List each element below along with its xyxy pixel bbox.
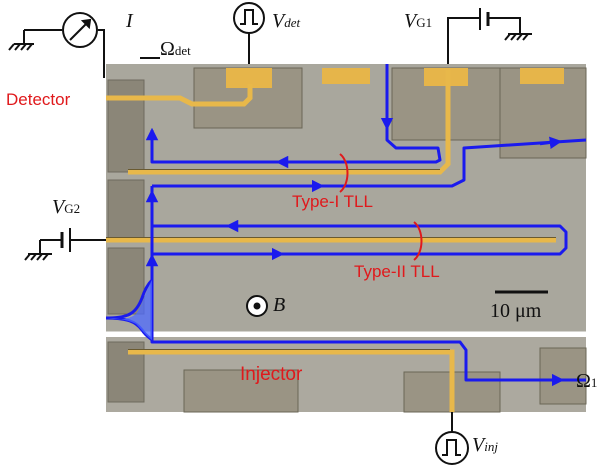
- v-det-symbol: V: [272, 10, 285, 32]
- omega-det-subscript: det: [174, 43, 191, 58]
- v-g2-symbol: V: [52, 196, 65, 218]
- omega-det-symbol: Ω: [160, 38, 175, 60]
- upper-gate: [128, 70, 451, 175]
- omega-det-label: Ωdet: [160, 38, 191, 61]
- vinj-circuit: [435, 412, 469, 465]
- injector-label: Injector: [240, 364, 303, 385]
- v-inj-subscript: inj: [484, 439, 498, 454]
- edge-channel-upper-left: [150, 64, 442, 164]
- edge-channel-upper-right: [152, 138, 587, 188]
- vg1-circuit: [447, 8, 532, 64]
- injector-gate: [128, 349, 455, 412]
- type1-tll-label: Type-I TLL: [292, 192, 373, 211]
- pulse-source-inj-icon: [435, 431, 469, 465]
- v-inj-symbol: V: [472, 434, 485, 456]
- detector-gate: [106, 84, 253, 107]
- vg2-circuit: [24, 228, 106, 261]
- v-g2-subscript: G2: [64, 201, 81, 216]
- detector-label: Detector: [6, 90, 71, 109]
- substrate-lower: [106, 337, 586, 412]
- current-label: I: [126, 10, 133, 32]
- v-inj-label: Vinj: [472, 434, 498, 457]
- scale-bar-label: 10 μm: [490, 300, 542, 322]
- channel-arrows: [145, 104, 565, 387]
- v-det-subscript: det: [284, 15, 301, 30]
- v-g2-label: VG2: [52, 196, 80, 219]
- v-g1-label: VG1: [404, 10, 432, 33]
- pulse-source-det-icon: [233, 2, 265, 34]
- micrograph: [106, 64, 587, 413]
- v-g1-subscript: G1: [416, 15, 433, 30]
- wavepacket-rise: [105, 278, 154, 320]
- wavepacket-fill: [108, 280, 152, 340]
- gold-gates: [106, 70, 556, 412]
- v-det-label: Vdet: [272, 10, 300, 33]
- magnetic-field-label: B: [273, 294, 286, 316]
- v-g1-symbol: V: [404, 10, 417, 32]
- omega-1-subscript: 1: [590, 375, 598, 390]
- omega-1-label: Ω1: [576, 370, 597, 393]
- type1-bracket: [339, 153, 349, 193]
- type2-bracket: [413, 221, 423, 261]
- omega-1-symbol: Ω: [576, 370, 591, 392]
- tll-brackets: [339, 153, 423, 261]
- ammeter-lead: [98, 29, 105, 78]
- magnetic-field-icon: [246, 295, 268, 317]
- detector-circuit: [8, 2, 265, 78]
- type2-tll-label: Type-II TLL: [354, 262, 440, 281]
